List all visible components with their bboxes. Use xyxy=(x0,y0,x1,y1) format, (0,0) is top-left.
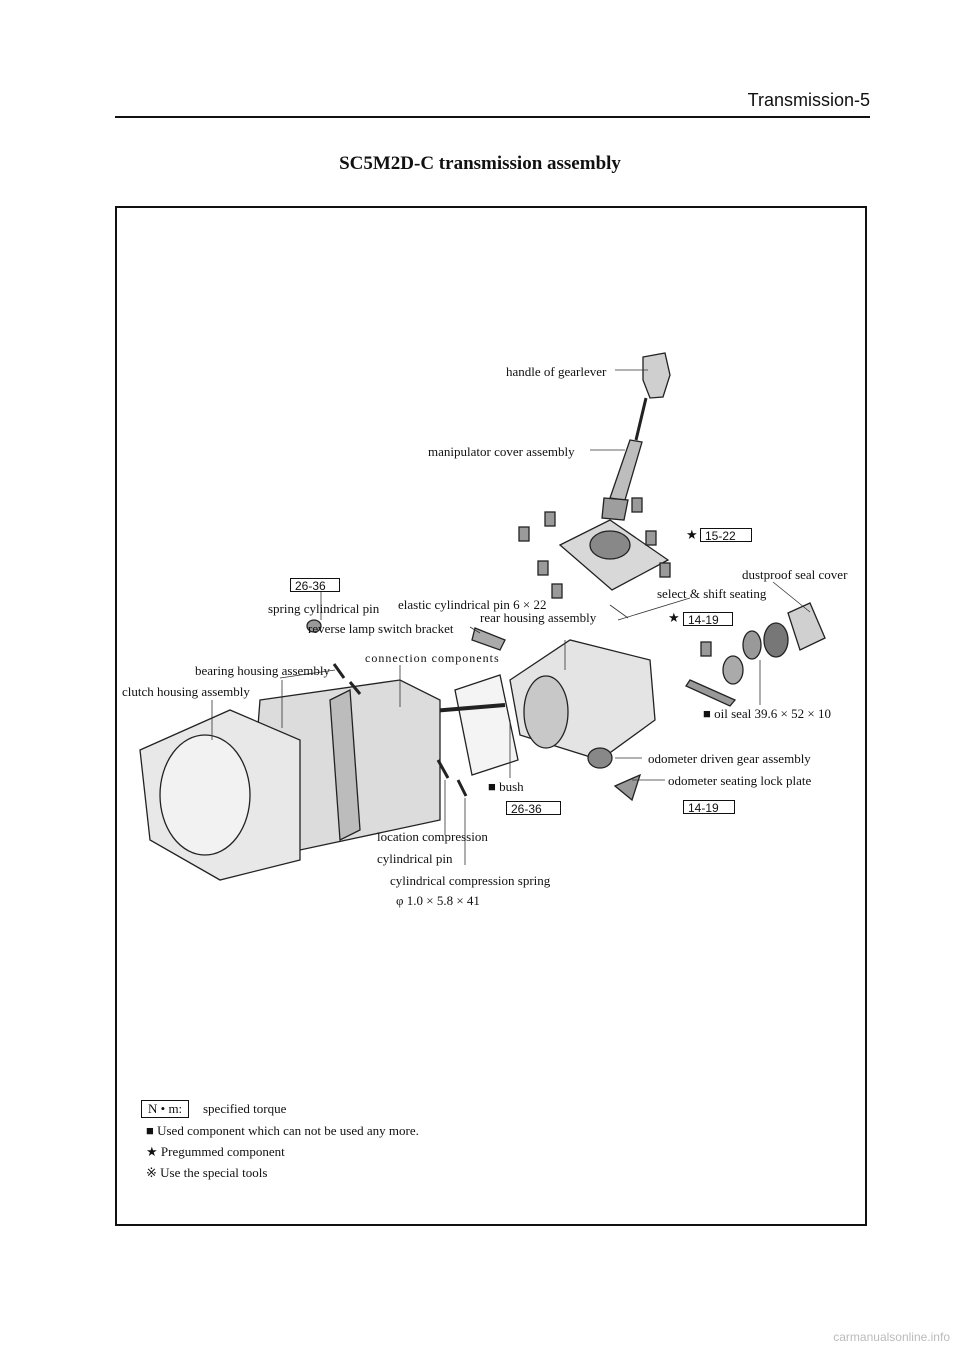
label-handle-of-gearlever: handle of gearlever xyxy=(506,364,607,379)
section-header: Transmission-5 xyxy=(747,90,870,110)
legend-special-tools: ※ Use the special tools xyxy=(146,1165,268,1180)
label-spring-cylindrical-pin: spring cylindrical pin xyxy=(268,601,380,616)
label-odometer-driven-gear-assembly: odometer driven gear assembly xyxy=(648,751,811,766)
legend-used-component: ■ Used component which can not be used a… xyxy=(146,1123,419,1138)
label-select-shift-seating: select & shift seating xyxy=(657,586,767,601)
label-elastic-cylindrical-pin: elastic cylindrical pin 6 × 22 xyxy=(398,597,547,612)
star-mark: ★ xyxy=(146,1144,158,1159)
label-bush: ■ bush xyxy=(488,779,524,794)
label-reverse-lamp-switch-bracket: reverse lamp switch bracket xyxy=(308,621,454,636)
label-dustproof-seal-cover: dustproof seal cover xyxy=(742,567,848,582)
torque-26-36-upper: 26-36 xyxy=(290,578,340,593)
label-clutch-housing-assembly: clutch housing assembly xyxy=(122,684,250,699)
label-connection-components: connection components xyxy=(365,651,500,665)
legend-specified-torque: specified torque xyxy=(203,1101,287,1116)
torque-15-22: 15-22 xyxy=(700,528,752,543)
label-oil-seal: ■ oil seal 39.6 × 52 × 10 xyxy=(703,706,831,721)
square-mark: ■ xyxy=(703,706,711,721)
reference-mark: ※ xyxy=(146,1165,157,1180)
label-rear-housing-assembly: rear housing assembly xyxy=(480,610,597,625)
legend-unit-box: N • m: xyxy=(141,1100,190,1118)
square-mark: ■ xyxy=(146,1123,154,1138)
square-mark: ■ xyxy=(488,779,496,794)
torque-14-19-lower: 14-19 xyxy=(683,800,735,815)
label-odometer-seating-lock-plate: odometer seating lock plate xyxy=(668,773,812,788)
legend-pregummed: ★ Pregummed component xyxy=(146,1144,285,1159)
header-rule xyxy=(115,116,870,118)
star-mark: ★ xyxy=(668,610,680,625)
gearlever-handle-shape xyxy=(642,352,671,399)
star-mark: ★ xyxy=(686,527,698,542)
diagram-frame xyxy=(115,206,867,1226)
label-cylindrical-pin: cylindrical pin xyxy=(377,851,453,866)
label-location-compression: location compression xyxy=(377,829,488,844)
torque-26-36-lower: 26-36 xyxy=(506,801,561,816)
label-cylindrical-compression-spring: cylindrical compression spring xyxy=(390,873,551,888)
bush-text: bush xyxy=(499,779,524,794)
label-bearing-housing-assembly: bearing housing assembly xyxy=(195,663,331,678)
label-spring-size: φ 1.0 × 5.8 × 41 xyxy=(396,893,480,908)
torque-14-19-upper: 14-19 xyxy=(683,612,733,627)
label-manipulator-cover-assembly: manipulator cover assembly xyxy=(428,444,575,459)
oil-seal-text: oil seal 39.6 × 52 × 10 xyxy=(714,706,831,721)
footer-watermark: carmanualsonline.info xyxy=(833,1330,950,1344)
page-title: SC5M2D-C transmission assembly xyxy=(339,153,621,174)
